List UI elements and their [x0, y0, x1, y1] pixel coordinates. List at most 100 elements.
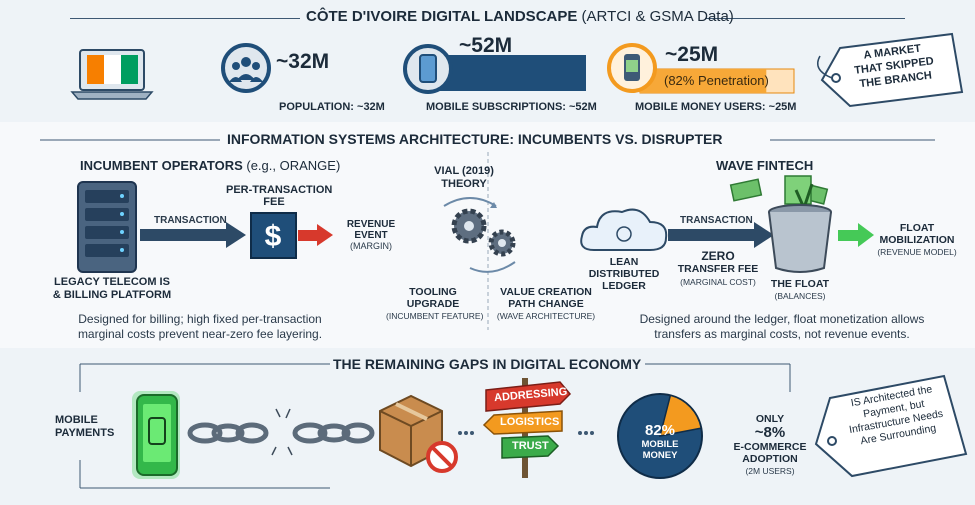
mobile-money-pie — [617, 393, 703, 479]
mobile-payments-label: MOBILE PAYMENTS — [55, 414, 114, 440]
float-mobilization-arrow — [838, 223, 874, 247]
ecommerce-line-2: ADOPTION — [742, 453, 798, 465]
header-title-bold: CÔTE D'IVOIRE DIGITAL LANDSCAPE — [306, 8, 578, 25]
pie-label: 82% MOBILE MONEY — [620, 422, 700, 462]
ecommerce-line-1: E-COMMERCE — [733, 441, 807, 453]
value-creation-line-1: VALUE CREATION — [500, 286, 592, 298]
tooling-upgrade: TOOLING UPGRADE (INCUMBENT FEATURE) — [386, 286, 484, 322]
revenue-event-line-2: EVENT — [354, 230, 388, 241]
architecture-title: INFORMATION SYSTEMS ARCHITECTURE: INCUMB… — [227, 131, 723, 147]
revenue-event-line-1: REVENUE — [346, 219, 396, 230]
ecommerce-value: ~8% — [754, 424, 786, 441]
architecture-tag — [814, 374, 968, 478]
pie-label-line-1: MOBILE — [641, 439, 679, 450]
mobile-payments-line-1: MOBILE — [55, 414, 98, 426]
header-title: CÔTE D'IVOIRE DIGITAL LANDSCAPE (ARTCI &… — [306, 8, 734, 25]
phone-icon — [403, 44, 453, 94]
revenue-event-sub: (MARGIN) — [350, 241, 392, 251]
incumbent-transaction-label: TRANSACTION — [154, 215, 227, 226]
ecommerce-only: ONLY — [755, 413, 785, 425]
server-rack-icon — [77, 181, 137, 273]
value-creation-sub: (WAVE ARCHITECTURE) — [496, 311, 596, 321]
float-mobilization-line-1: FLOAT — [899, 222, 935, 234]
header-rule-left — [70, 18, 300, 19]
theory-title: VIAL (2019) THEORY — [424, 165, 504, 191]
theory-title-line-1: VIAL (2019) — [434, 165, 494, 177]
incumbent-transaction-arrow — [140, 222, 246, 248]
sign-logistics: LOGISTICS — [500, 416, 560, 428]
sign-trust: TRUST — [512, 440, 549, 452]
wave-description-line-1: Designed around the ledger, float moneti… — [639, 312, 925, 326]
connector-dots — [458, 431, 594, 435]
pie-slice-remainder — [658, 394, 703, 437]
mobile-payments-line-2: PAYMENTS — [55, 427, 115, 439]
incumbent-description-line-2: marginal costs prevent near-zero fee lay… — [77, 327, 323, 341]
market-tag — [817, 32, 964, 108]
ecommerce-sub: (2M USERS) — [745, 466, 795, 476]
mobile-money-label: MOBILE MONEY USERS: ~25M — [635, 101, 797, 113]
signpost — [482, 378, 572, 478]
legacy-platform-line-2: & BILLING PLATFORM — [52, 289, 172, 301]
float-label: THE FLOAT (BALANCES) — [762, 278, 838, 302]
float-label-sub: (BALANCES) — [774, 291, 826, 301]
ledger-label-line-3: LEDGER — [602, 280, 646, 292]
population-label: POPULATION: ~32M — [279, 101, 385, 113]
glowing-phone-icon — [132, 391, 180, 479]
no-entry-icon — [426, 441, 458, 473]
float-bucket-icon — [729, 175, 832, 273]
fee-label: PER-TRANSACTION FEE — [226, 184, 333, 208]
float-mobilization: FLOAT MOBILIZATION (REVENUE MODEL) — [872, 222, 962, 258]
mobile-money-penetration: (82% Penetration) — [664, 73, 769, 88]
svg-text:$: $ — [265, 220, 282, 253]
cloud-ledger-icon — [580, 208, 668, 251]
legacy-platform-line-1: LEGACY TELECOM IS — [54, 276, 170, 288]
pie-percent: 82% — [644, 422, 676, 439]
revenue-arrow — [298, 224, 333, 246]
legacy-platform-label: LEGACY TELECOM IS & BILLING PLATFORM — [47, 276, 177, 302]
mobile-money-bar-fill — [640, 69, 767, 93]
gears-icon — [443, 197, 516, 273]
ecommerce-stat: ONLY ~8% E-COMMERCE ADOPTION (2M USERS) — [730, 413, 810, 477]
pie-label-line-2: MONEY — [642, 450, 678, 461]
wave-heading: WAVE FINTECH — [716, 158, 814, 173]
ledger-label-line-2: DISTRIBUTED — [588, 268, 660, 280]
ledger-label: LEAN DISTRIBUTED LEDGER — [582, 256, 666, 292]
gaps-title: THE REMAINING GAPS IN DIGITAL ECONOMY — [333, 356, 642, 372]
zero-fee-line-1: ZERO — [701, 249, 735, 263]
wallet-phone-icon — [607, 43, 657, 93]
wave-transaction-arrow — [668, 222, 774, 248]
revenue-event: REVENUE EVENT (MARGIN) — [335, 219, 407, 252]
float-mobilization-sub: (REVENUE MODEL) — [877, 247, 957, 257]
value-creation-line-2: PATH CHANGE — [508, 298, 584, 310]
incumbent-heading: INCUMBENT OPERATORS (e.g., ORANGE) — [80, 158, 340, 173]
zero-fee: ZERO TRANSFER FEE (MARGINAL COST) — [670, 250, 766, 289]
population-value: ~32M — [276, 50, 330, 73]
laptop-flag-icon — [70, 49, 154, 100]
ledger-label-line-1: LEAN — [609, 256, 639, 268]
broken-chain-icon — [187, 422, 375, 444]
wave-description-line-2: transfers as marginal costs, not revenue… — [654, 327, 910, 341]
dollar-icon: $ — [250, 212, 297, 259]
tooling-upgrade-line-2: UPGRADE — [406, 298, 460, 310]
tooling-upgrade-line-1: TOOLING — [409, 286, 457, 298]
incumbent-heading-bold: INCUMBENT OPERATORS — [80, 158, 243, 173]
header-rule-right — [705, 18, 905, 19]
value-creation: VALUE CREATION PATH CHANGE (WAVE ARCHITE… — [494, 286, 598, 322]
subscriptions-value: ~52M — [459, 34, 513, 57]
tooling-upgrade-sub: (INCUMBENT FEATURE) — [386, 311, 484, 321]
fee-label-line-2: FEE — [263, 196, 285, 208]
theory-title-line-2: THEORY — [441, 178, 487, 190]
incumbent-description: Designed for billing; high fixed per-tra… — [20, 312, 380, 342]
wave-description: Designed around the ledger, float moneti… — [612, 312, 952, 342]
float-label-line-1: THE FLOAT — [770, 278, 830, 290]
zero-fee-line-2: TRANSFER FEE — [677, 263, 759, 275]
subscriptions-label: MOBILE SUBSCRIPTIONS: ~52M — [426, 101, 597, 113]
zero-fee-sub: (MARGINAL COST) — [680, 277, 756, 287]
population-icon — [221, 43, 271, 93]
wave-transaction-label: TRANSACTION — [680, 215, 753, 226]
fee-label-line-1: PER-TRANSACTION — [226, 184, 333, 196]
incumbent-heading-example: (e.g., ORANGE) — [246, 158, 341, 173]
header-title-source: (ARTCI & GSMA Data) — [581, 8, 734, 25]
